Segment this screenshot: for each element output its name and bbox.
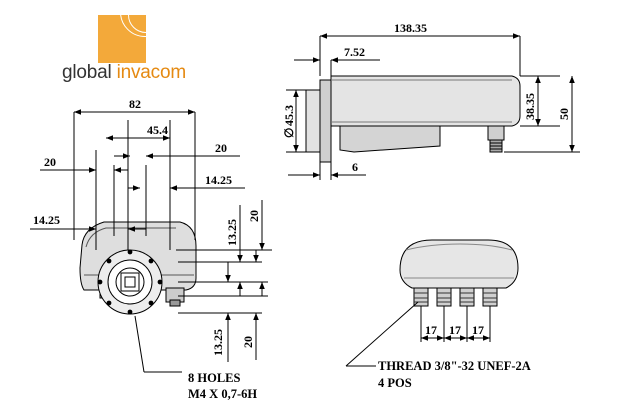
dim-138-35: 138.35 xyxy=(394,21,427,35)
dim-13-25-bottom: 13.25 xyxy=(211,329,225,356)
holes-label-line1: 8 HOLES xyxy=(188,371,240,385)
side-view-labels: 138.35 7.52 ∅ 45.3 6 38.35 50 xyxy=(282,21,571,174)
front-view xyxy=(30,109,272,373)
dim-20-top: 20 xyxy=(247,210,261,222)
dim-7-52: 7.52 xyxy=(344,45,365,59)
dim-45-3: 45.3 xyxy=(282,105,296,126)
bottom-view xyxy=(345,239,519,367)
logo-mark-icon xyxy=(98,15,146,63)
bottom-view-labels: 17 17 17 THREAD 3/8"-32 UNEF-2A 4 POS xyxy=(378,323,531,390)
thread-label-line1: THREAD 3/8"-32 UNEF-2A xyxy=(378,359,531,373)
dim-13-25-top: 13.25 xyxy=(225,219,239,246)
dim-20-left: 20 xyxy=(44,155,56,169)
logo-wordmark: global invacom xyxy=(62,62,186,84)
thread-label-line2: 4 POS xyxy=(378,376,412,390)
dim-17-c: 17 xyxy=(472,323,484,337)
side-view xyxy=(286,33,580,180)
dim-38-35: 38.35 xyxy=(523,93,537,120)
holes-label-line2: M4 X 0,7-6H xyxy=(188,387,257,401)
logo-word-global: global xyxy=(62,62,112,83)
dim-45-4: 45.4 xyxy=(147,123,168,137)
dim-6: 6 xyxy=(352,160,358,174)
dim-17-a: 17 xyxy=(425,323,437,337)
dim-50: 50 xyxy=(557,108,571,120)
dim-20-bottom: 20 xyxy=(241,336,255,348)
dim-14-25-left: 14.25 xyxy=(33,213,60,227)
dim-14-25-right: 14.25 xyxy=(205,173,232,187)
dim-82: 82 xyxy=(129,97,141,111)
dim-20-right: 20 xyxy=(215,141,227,155)
dim-17-b: 17 xyxy=(449,323,461,337)
dim-diameter-symbol: ∅ xyxy=(282,128,296,138)
front-view-labels: 82 45.4 20 20 14.25 14.25 13.25 20 13.25… xyxy=(33,97,261,401)
logo-word-invacom: invacom xyxy=(116,62,187,83)
